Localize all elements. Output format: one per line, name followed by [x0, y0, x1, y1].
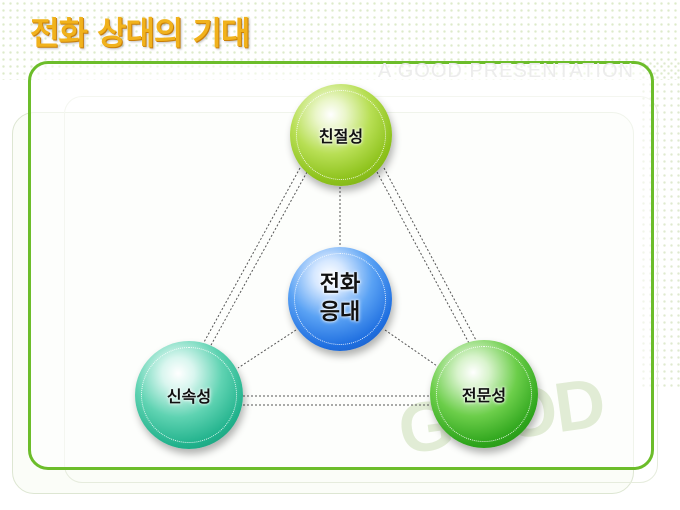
slide-title: 전화 상대의 기대	[30, 14, 250, 52]
connector-top-right-a	[376, 171, 471, 346]
connector-top-left-a	[202, 167, 301, 345]
connector-center-right	[384, 329, 441, 369]
center-label-line2: 응대	[319, 300, 361, 325]
node-expertise: 전문성	[430, 340, 538, 448]
watermark-text: A GOOD PRESENTATION	[377, 60, 634, 82]
node-phone-response-label: 전화 응대	[320, 271, 360, 327]
node-friendliness-label: 친절성	[318, 127, 364, 146]
node-phone-response: 전화 응대	[288, 247, 392, 351]
connector-center-left	[237, 329, 297, 369]
node-expertise-label: 전문성	[461, 386, 507, 405]
node-speed: 신속성	[135, 341, 243, 449]
node-friendliness: 친절성	[290, 84, 392, 186]
node-speed-label: 신속성	[166, 387, 212, 406]
connector-top-left-b	[209, 171, 308, 348]
connector-top-right-b	[383, 167, 478, 343]
center-label-line1: 전화	[319, 272, 361, 297]
